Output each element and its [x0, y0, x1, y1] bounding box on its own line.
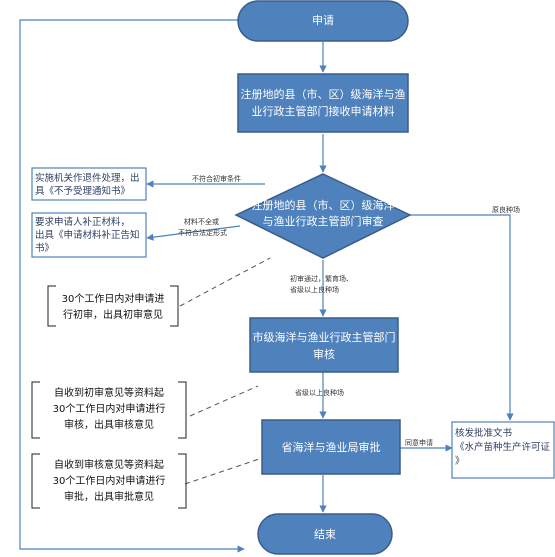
edge-label-pass-initial-2: 省级以上良种场	[290, 285, 339, 294]
svg-text:市级海洋与渔业行政主管部门: 市级海洋与渔业行政主管部门	[253, 330, 396, 344]
edge-label-provincial-farm: 省级以上良种场	[295, 388, 344, 397]
svg-text:出具《申请材料补正告知: 出具《申请材料补正告知	[35, 229, 140, 241]
svg-text:注册地的县（市、区）级海洋: 注册地的县（市、区）级海洋	[252, 198, 395, 212]
svg-text:自收到初审意见等资料起: 自收到初审意见等资料起	[54, 386, 164, 399]
svg-text:与渔业行政主管部门审查: 与渔业行政主管部门审查	[263, 214, 384, 228]
svg-text:结束: 结束	[314, 528, 336, 541]
svg-text:审批，出具审批意见: 审批，出具审批意见	[64, 490, 154, 503]
svg-text:实施机关作退件处理，出: 实施机关作退件处理，出	[35, 172, 140, 184]
note-initial: 30个工作日内对申请进 行初审，出具初审意见	[62, 292, 165, 321]
node-review-city: 市级海洋与渔业行政主管部门 审核	[249, 317, 399, 373]
node-review-county: 注册地的县（市、区）级海洋 与渔业行政主管部门审查	[234, 173, 412, 259]
svg-text:30个工作日内对申请进行: 30个工作日内对申请进行	[53, 474, 166, 487]
node-apply: 申请	[237, 0, 409, 42]
edge-labels: 不符合初审条件 材料不全或 不符合法定形式 原良种场 初审通过，繁育场、 省级以…	[178, 174, 520, 447]
svg-text:行初审，出具初审意见: 行初审，出具初审意见	[63, 308, 163, 321]
svg-text:省海洋与渔业局审批: 省海洋与渔业局审批	[282, 440, 381, 454]
svg-text:核发批准文书: 核发批准文书	[455, 427, 513, 439]
note-audit: 自收到初审意见等资料起 30个工作日内对申请进行 审核，出具审核意见	[53, 386, 166, 431]
edge-label-incomplete-1: 材料不全或	[184, 217, 219, 226]
node-approve-province: 省海洋与渔业局审批	[261, 419, 401, 475]
side-box-issue: 核发批准文书 《水产苗种生产许可证 》	[451, 421, 555, 479]
svg-text:具《不予受理通知书》: 具《不予受理通知书》	[35, 185, 130, 197]
note-brackets	[31, 285, 187, 509]
edge-label-breeding-farm: 原良种场	[492, 205, 520, 214]
edge-label-agree: 同意申请	[405, 438, 433, 447]
node-end: 结束	[257, 513, 393, 555]
svg-text:要求申请人补正材料，: 要求申请人补正材料，	[35, 216, 130, 228]
edge-label-pass-initial-1: 初审通过，繁育场、	[290, 274, 353, 283]
node-apply-label: 申请	[312, 14, 334, 27]
edge-label-not-meet: 不符合初审条件	[192, 174, 241, 183]
callout-lines	[179, 257, 271, 485]
svg-text:业行政主管部门接收申请材料: 业行政主管部门接收申请材料	[252, 104, 395, 118]
edge-apply-left	[19, 19, 245, 553]
svg-text:《水产苗种生产许可证: 《水产苗种生产许可证	[455, 441, 551, 453]
edge-review-issue	[410, 214, 514, 421]
edge-label-incomplete-2: 不符合法定形式	[178, 228, 227, 237]
edge-review-supplement	[146, 225, 241, 241]
node-receive: 注册地的县（市、区）级海洋与渔 业行政主管部门接收申请材料	[237, 73, 409, 133]
connectors	[19, 19, 514, 553]
svg-text:注册地的县（市、区）级海洋与渔: 注册地的县（市、区）级海洋与渔	[241, 87, 406, 101]
svg-text:自收到审核意见等资料起: 自收到审核意见等资料起	[54, 458, 164, 471]
side-box-reject: 实施机关作退件处理，出 具《不予受理通知书》	[31, 167, 147, 201]
svg-text:书》: 书》	[35, 243, 54, 254]
svg-text:审核，出具审核意见: 审核，出具审核意见	[64, 418, 154, 431]
note-approval: 自收到审核意见等资料起 30个工作日内对申请进行 审批，出具审批意见	[53, 458, 166, 503]
svg-text:审核: 审核	[313, 347, 335, 361]
side-box-supplement: 要求申请人补正材料， 出具《申请材料补正告知 书》	[31, 212, 147, 258]
svg-text:》: 》	[455, 456, 465, 467]
svg-text:30个工作日内对申请进行: 30个工作日内对申请进行	[53, 402, 166, 415]
svg-text:30个工作日内对申请进: 30个工作日内对申请进	[62, 292, 165, 305]
